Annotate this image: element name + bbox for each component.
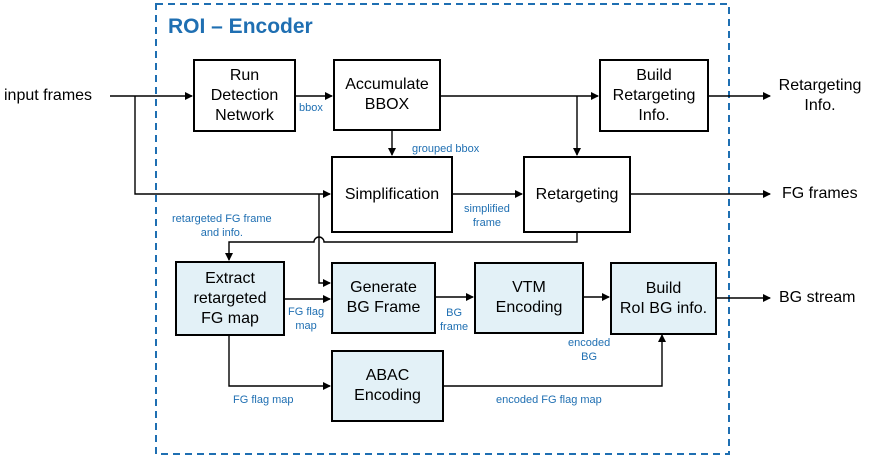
build-roi-bg-info-block: Build RoI BG info. [610, 262, 717, 335]
simplified-frame-edge-label: simplified frame [464, 203, 510, 229]
encoder-boundary [155, 3, 730, 455]
grouped-bbox-edge-label: grouped bbox [412, 143, 480, 155]
bg-stream-output-label: BG stream [779, 289, 856, 306]
generate-bg-frame-block: Generate BG Frame [331, 262, 436, 334]
vtm-encoding-block: VTM Encoding [474, 262, 584, 334]
arrow-extract-to-abac [228, 336, 331, 390]
extract-fg-map-block: Extract retargeted FG map [175, 261, 285, 336]
encoded-fg-flag-map-edge-label: encoded FG flag map [496, 394, 602, 406]
build-retargeting-info-block: Build Retargeting Info. [599, 59, 709, 132]
fg-flag-map-edge-label-2: FG flag map [233, 394, 294, 406]
retargeting-block: Retargeting [523, 156, 631, 233]
diagram-title: ROI – Encoder [168, 15, 313, 38]
retargeting-info-output-label: Retargeting Info. [778, 77, 862, 114]
encoded-bg-edge-label: encoded BG [568, 337, 611, 363]
accumulate-bbox-block: Accumulate BBOX [333, 59, 441, 131]
arrow-input-to-generate-bg [318, 194, 331, 287]
run-detection-network-block: Run Detection Network [193, 59, 296, 132]
arrow-retargeting-to-extract [225, 232, 578, 261]
arrow-abac-to-build-roi-bg [444, 334, 666, 387]
fg-flag-map-edge-label-1: FG flag map [288, 306, 325, 332]
bbox-edge-label: bbox [299, 102, 323, 114]
bg-frame-edge-label: BG frame [440, 307, 469, 333]
fg-frames-output-label: FG frames [782, 185, 858, 202]
simplification-block: Simplification [331, 156, 453, 233]
abac-encoding-block: ABAC Encoding [331, 350, 444, 422]
input-frames-label: input frames [4, 87, 93, 104]
retargeted-fg-frame-edge-label: retargeted FG frame and info. [172, 213, 272, 239]
arrow-input-to-simplification [134, 96, 331, 198]
